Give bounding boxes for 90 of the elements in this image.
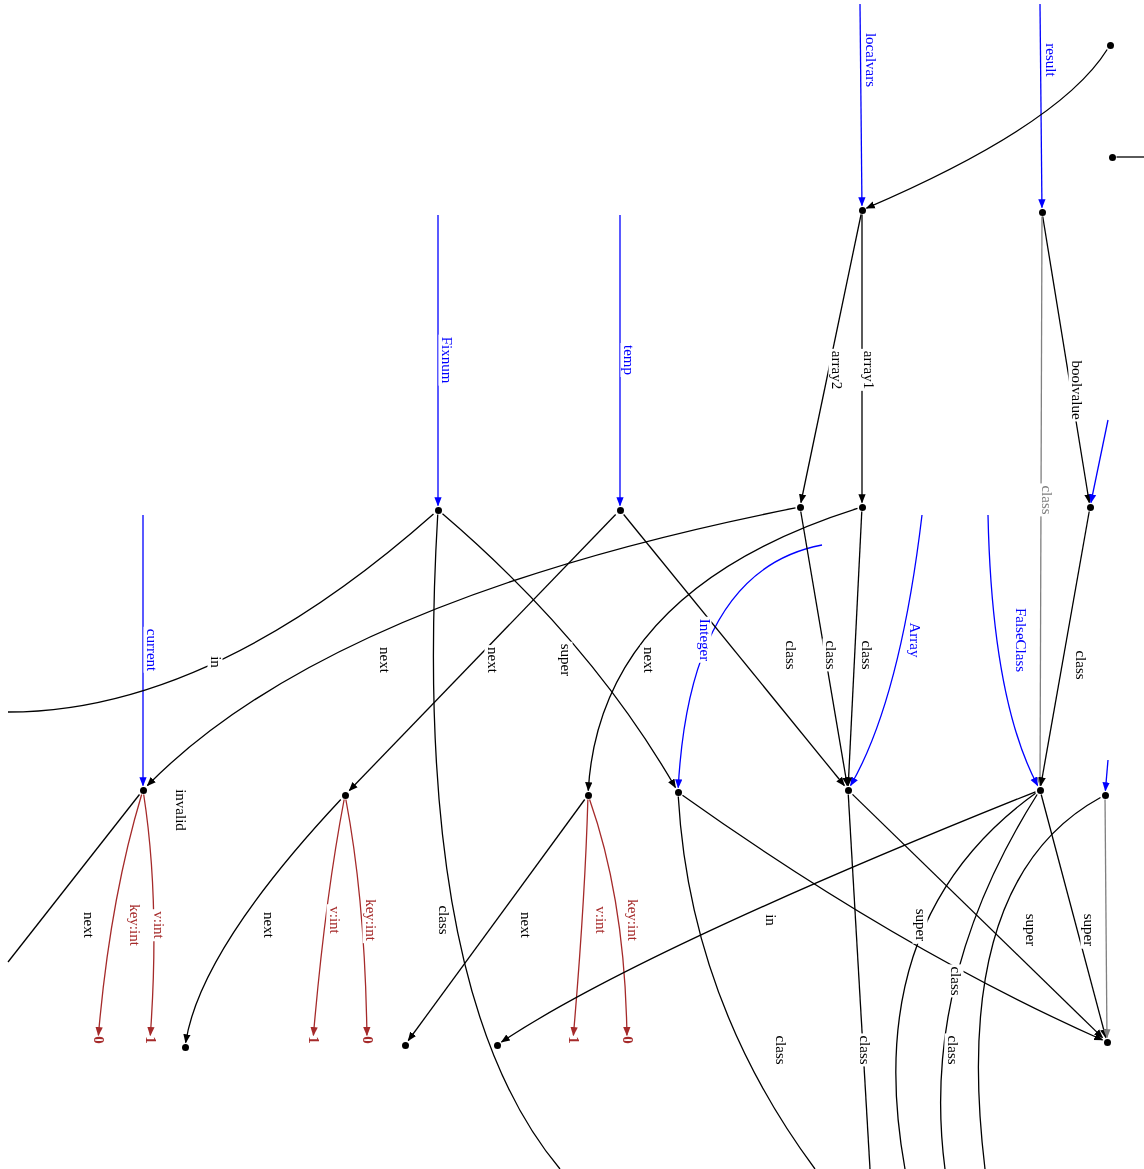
object-dot (584, 791, 592, 799)
arrow (1089, 419, 1109, 504)
line (895, 792, 1037, 1169)
edge-label: super (557, 641, 573, 679)
arrow (1036, 215, 1044, 787)
edge-label: next (640, 645, 656, 675)
edge-label: in (207, 654, 223, 671)
arrow (849, 514, 923, 787)
object-dot (493, 1041, 501, 1049)
edge-label: Fixnum (438, 334, 454, 386)
arrow (858, 3, 866, 207)
edge-label: super (912, 906, 928, 944)
object-dot (434, 506, 442, 514)
line (7, 793, 141, 963)
arrow (146, 507, 797, 787)
arrow (799, 213, 862, 504)
arrow (570, 798, 589, 1037)
arrow (845, 510, 863, 787)
edge-label: temp (620, 343, 636, 377)
arrow (987, 514, 1039, 787)
arrow (588, 798, 631, 1037)
arrow (139, 514, 147, 787)
arrow (1040, 793, 1108, 1039)
arrow (616, 214, 624, 507)
edge-label: Array (906, 620, 922, 660)
edge-label: class (822, 638, 838, 672)
edge-label: Integer (696, 616, 712, 664)
arrow (345, 798, 371, 1037)
arrow (95, 793, 143, 1037)
object-dot (858, 206, 866, 214)
value-text: 0 (90, 1036, 106, 1044)
arrow (407, 798, 586, 1042)
arrow (1102, 759, 1110, 792)
object-dot (616, 506, 624, 514)
object-dot (1101, 791, 1109, 799)
object-dot (341, 791, 349, 799)
edge-label: key:int (362, 897, 378, 943)
value-text: 0 (359, 1036, 375, 1044)
value-text: 1 (142, 1036, 158, 1044)
line (977, 796, 1102, 1169)
arrow (585, 507, 859, 792)
object-dot (181, 1043, 189, 1051)
object-dot (1108, 153, 1116, 161)
object-dot (1036, 786, 1044, 794)
arrow (434, 214, 442, 507)
arrow (865, 48, 1108, 209)
line (432, 513, 561, 1169)
arrow (500, 791, 1037, 1043)
object-dot (674, 788, 682, 796)
object-dot (1103, 1038, 1111, 1046)
edge-label: key:int (126, 902, 142, 948)
line (939, 793, 1038, 1169)
edge-label: v:int (150, 909, 166, 941)
arrow (675, 544, 823, 789)
edge-label: class (944, 1033, 960, 1067)
object-dot (139, 786, 147, 794)
arrow (681, 794, 1104, 1041)
edge-label: v:int (326, 904, 342, 936)
object-dot (844, 786, 852, 794)
note-text: invalid (172, 789, 188, 831)
line (847, 793, 871, 1169)
line (677, 795, 816, 1169)
object-dot (796, 503, 804, 511)
object-dot (1086, 503, 1094, 511)
arrow (1038, 3, 1046, 209)
edge-label: array2 (828, 348, 844, 392)
arrow (348, 513, 617, 792)
line (1115, 156, 1144, 158)
object-dot (1106, 41, 1114, 49)
edge-label: class (1038, 483, 1054, 517)
edge-label: array1 (860, 348, 876, 392)
arrow (851, 793, 1104, 1039)
edge-label: class (948, 964, 964, 998)
object-dot (858, 503, 866, 511)
edge-label: next (484, 645, 500, 675)
edge-label: boolvalue (1068, 358, 1084, 422)
arrow (183, 798, 342, 1044)
value-text: 1 (305, 1036, 321, 1044)
object-dot (401, 1041, 409, 1049)
edge-label: current (143, 626, 159, 674)
arrow (1038, 510, 1090, 787)
arrow (1103, 798, 1111, 1039)
value-text: 1 (565, 1036, 581, 1044)
edge-label: key:int (624, 897, 640, 943)
object-dot (1038, 208, 1046, 216)
value-text: 0 (619, 1036, 635, 1044)
line (7, 513, 435, 713)
arrow (441, 513, 677, 789)
arrow (623, 513, 845, 787)
arrow (310, 798, 345, 1037)
